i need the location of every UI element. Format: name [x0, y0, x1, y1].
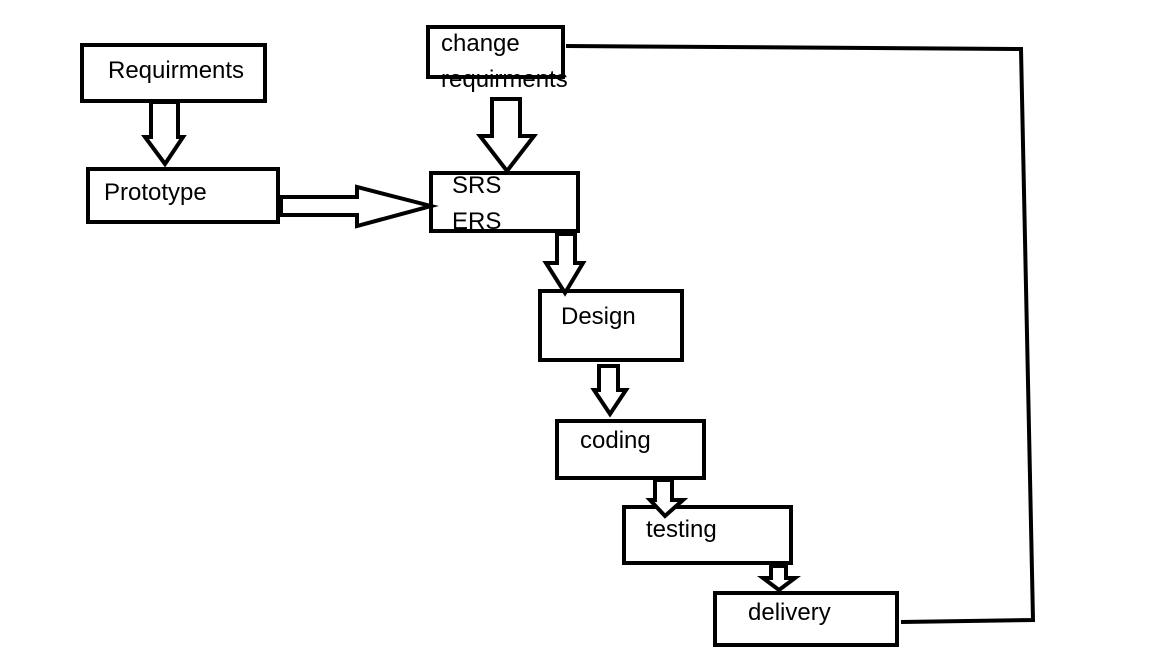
design-label: Design [561, 303, 636, 330]
change-requirements-label-line1: change [441, 30, 520, 57]
arrow-srs-to-design [542, 232, 587, 297]
design-box [538, 289, 684, 362]
coding-label: coding [580, 427, 651, 454]
delivery-label: delivery [748, 599, 831, 626]
requirements-label: Requirments [108, 57, 245, 84]
arrow-change-to-srs [475, 97, 539, 175]
change-requirements-box [426, 25, 565, 79]
arrow-coding-to-testing [645, 478, 689, 519]
arrow-requirements-to-prototype [141, 100, 187, 168]
change-requirements-label-line2: requirments [441, 66, 568, 93]
ers-label: ERS [452, 208, 502, 235]
testing-box [622, 505, 793, 565]
delivery-box [713, 591, 899, 647]
arrow-testing-to-delivery [757, 564, 801, 593]
coding-box [555, 419, 706, 480]
prototype-label: Prototype [104, 179, 207, 206]
feedback-loop-line [565, 44, 1036, 624]
prototype-box [86, 167, 280, 224]
arrow-design-to-coding [590, 364, 630, 418]
srs-ers-box [429, 171, 580, 233]
arrow-prototype-to-srs [279, 184, 439, 229]
testing-label: testing [646, 516, 717, 543]
srs-label: SRS [452, 172, 502, 199]
